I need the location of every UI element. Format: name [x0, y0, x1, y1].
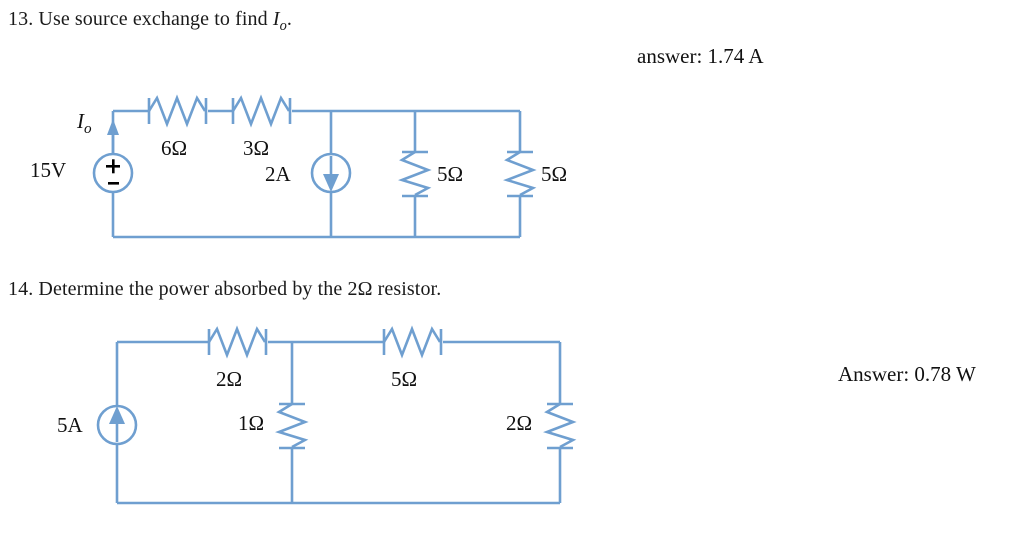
problem-14-answer: Answer: 0.78 W — [838, 362, 976, 386]
problem-13-symbol: I — [272, 8, 280, 30]
resistor-2ohm-vertical-symbol — [543, 402, 577, 450]
current-io-arrowhead — [107, 119, 119, 135]
label-io: Io — [77, 109, 92, 138]
label-5A: 5A — [57, 413, 83, 437]
resistor-6ohm-symbol — [147, 94, 208, 128]
label-6ohm: 6Ω — [161, 136, 188, 160]
label-3ohm: 3Ω — [243, 136, 270, 160]
problem-13-answer: answer: 1.74 A — [637, 44, 764, 68]
label-2A: 2A — [265, 162, 291, 186]
resistor-1ohm-symbol — [275, 402, 309, 450]
resistor-5ohm-2-symbol — [503, 150, 537, 198]
problem-13-prompt: 13. Use source exchange to find Io. — [8, 8, 292, 35]
label-5ohm-1: 5Ω — [437, 162, 464, 186]
problem-13-subscript: o — [279, 18, 287, 34]
label-5ohm-2: 5Ω — [541, 162, 568, 186]
resistor-5ohm-symbol-2 — [382, 325, 443, 359]
problem-13-prompt-text: Use source exchange to find — [38, 8, 273, 30]
problem-14-number: 14. — [8, 278, 34, 300]
problem-13-period: . — [286, 8, 292, 30]
problem-14-prompt: 14. Determine the power absorbed by the … — [8, 278, 441, 301]
minus-bar — [108, 182, 119, 185]
label-2ohm-horizontal: 2Ω — [216, 367, 243, 391]
problem-14-prompt-text: Determine the power absorbed by the 2Ω r… — [38, 278, 442, 300]
label-15V: 15V — [30, 158, 67, 182]
resistor-5ohm-1-symbol — [398, 150, 432, 198]
circuit-diagram-14: 5A 2Ω 1Ω 5Ω 2Ω — [0, 320, 620, 525]
resistor-2ohm-symbol — [207, 325, 268, 359]
problem-13-number: 13. — [8, 8, 34, 30]
label-5ohm-horizontal: 5Ω — [391, 367, 418, 391]
resistor-3ohm-symbol — [231, 94, 292, 128]
circuit-diagram-13: 15V Io 6Ω 3Ω 2A 5Ω 5Ω — [0, 88, 600, 248]
label-1ohm: 1Ω — [238, 411, 265, 435]
plus-vertical — [112, 159, 115, 174]
current-source-2A-arrowhead — [323, 174, 339, 192]
label-2ohm-vertical: 2Ω — [506, 411, 533, 435]
current-source-5A-arrowhead — [109, 406, 125, 424]
